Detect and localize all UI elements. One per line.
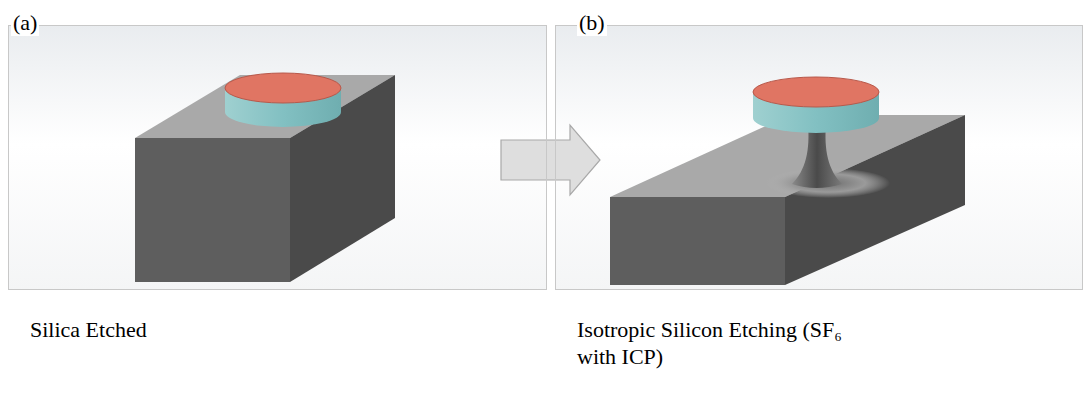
process-arrow bbox=[501, 125, 600, 195]
silicon-block bbox=[610, 115, 965, 285]
silicon-block bbox=[135, 75, 395, 282]
silicon-pedestal bbox=[792, 124, 842, 188]
panel-frame: (b) bbox=[555, 25, 1083, 290]
panel-letter: (a) bbox=[11, 10, 39, 36]
silica-disk bbox=[225, 73, 341, 127]
panel-ground bbox=[8, 25, 547, 290]
step-caption: Isotropic Silicon Etching (SF₆ with ICP) bbox=[577, 316, 849, 370]
panel-ground bbox=[555, 25, 1083, 290]
step-caption: Silica Etched bbox=[30, 316, 330, 343]
panel-frame: (a) bbox=[8, 25, 547, 290]
silica-disk bbox=[753, 77, 879, 133]
panel-letter: (b) bbox=[577, 10, 607, 36]
